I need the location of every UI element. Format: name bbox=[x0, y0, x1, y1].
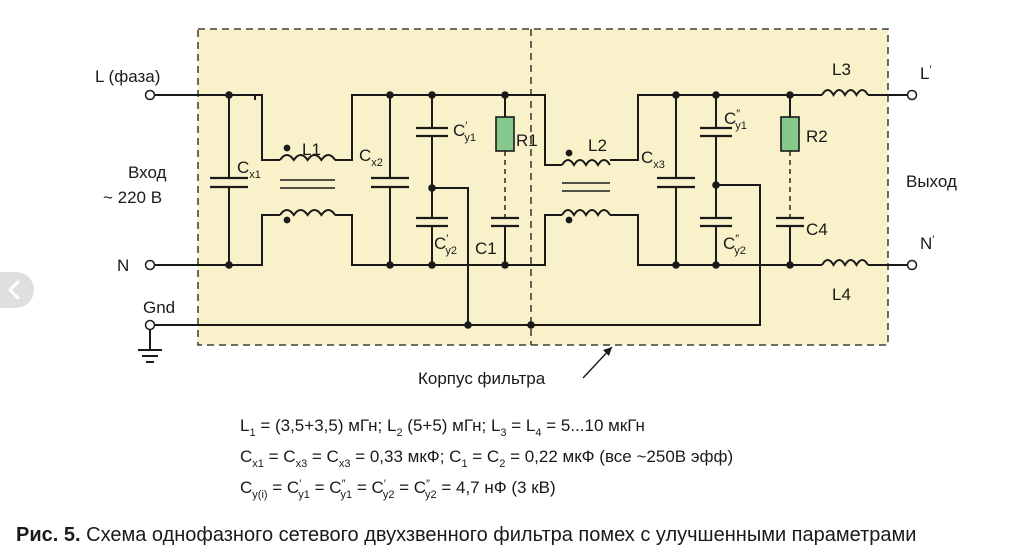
junction-dots bbox=[225, 91, 794, 329]
capacitor-c1 bbox=[491, 216, 519, 265]
enclosure-pointer-arrow bbox=[582, 346, 613, 379]
label-input: Вход bbox=[128, 163, 167, 182]
resistor-r2 bbox=[780, 95, 800, 218]
label-cx1: Cx1 bbox=[237, 158, 261, 181]
capacitor-cy2-dprime bbox=[700, 216, 732, 265]
capacitor-cy1-prime bbox=[416, 95, 448, 218]
inductor-l3 bbox=[821, 89, 869, 98]
terminal-l-in bbox=[144, 89, 156, 101]
caption-figure-number: Рис. 5. bbox=[16, 524, 81, 546]
capacitor-cy1-dprime bbox=[700, 95, 732, 218]
top-rail bbox=[150, 94, 908, 166]
formula-line-2: Cx1 = Cx3 = Cx3 = 0,33 мкФ; C1 = C2 = 0,… bbox=[240, 447, 733, 470]
terminal-n-in bbox=[144, 259, 156, 271]
figure-caption: Рис. 5. Схема однофазного сетевого двухз… bbox=[16, 524, 916, 546]
inductor-l4 bbox=[821, 259, 869, 268]
label-line-in: L (фаза) bbox=[95, 67, 160, 86]
label-r2: R2 bbox=[806, 127, 828, 146]
formula-line-1: L1 = (3,5+3,5) мГн; L2 (5+5) мГн; L3 = L… bbox=[240, 416, 645, 439]
label-r1: R1 bbox=[516, 131, 538, 150]
capacitor-cy2-prime bbox=[416, 216, 448, 265]
label-neutral-out: N′ bbox=[920, 234, 934, 253]
label-cy2-dprime: C″y2 bbox=[723, 233, 746, 257]
ground-symbol-icon bbox=[138, 330, 162, 363]
terminal-n-out bbox=[906, 259, 918, 271]
caption-text: Схема однофазного сетевого двухзвенного … bbox=[81, 524, 917, 546]
capacitor-c4 bbox=[776, 216, 804, 265]
label-cy2-prime: C′y2 bbox=[434, 233, 457, 257]
label-c1: C1 bbox=[475, 239, 497, 258]
label-input-voltage: ~ 220 В bbox=[103, 188, 162, 207]
label-cy1-dprime: C″y1 bbox=[724, 108, 747, 132]
prev-image-button[interactable] bbox=[0, 270, 36, 310]
label-line-out: L′ bbox=[920, 64, 932, 83]
choke-l1 bbox=[279, 144, 337, 224]
label-l3: L3 bbox=[832, 60, 851, 79]
label-cx3: Cx3 bbox=[641, 148, 665, 171]
ground-bus bbox=[150, 184, 761, 326]
bottom-rail bbox=[150, 214, 908, 266]
chevron-left-icon bbox=[0, 272, 34, 308]
label-ground: Gnd bbox=[143, 298, 175, 317]
label-l4: L4 bbox=[832, 285, 851, 304]
terminal-l-out bbox=[906, 89, 918, 101]
enclosure-box bbox=[197, 28, 889, 346]
choke-l2 bbox=[561, 149, 611, 224]
r2-body bbox=[780, 116, 800, 152]
label-cx2: Cx2 bbox=[359, 146, 383, 169]
label-c4: C4 bbox=[806, 220, 828, 239]
capacitor-cx3 bbox=[657, 95, 695, 265]
label-output: Выход bbox=[906, 172, 957, 191]
label-cy1-prime: C′y1 bbox=[453, 120, 476, 144]
label-neutral-in: N bbox=[117, 256, 129, 275]
terminal-gnd bbox=[144, 319, 156, 331]
formula-line-3: Cy(i) = C′y1 = C″y1 = C′y2 = C″y2 = 4,7 … bbox=[240, 478, 556, 501]
label-enclosure: Корпус фильтра bbox=[418, 369, 546, 388]
label-l2: L2 bbox=[588, 136, 607, 155]
r1-body bbox=[495, 116, 515, 152]
capacitor-cx1 bbox=[210, 95, 248, 265]
label-l1: L1 bbox=[302, 140, 321, 159]
resistor-r1 bbox=[495, 95, 515, 218]
capacitor-cx2 bbox=[371, 95, 409, 265]
cy-mid-left-to-gnd bbox=[432, 187, 469, 325]
